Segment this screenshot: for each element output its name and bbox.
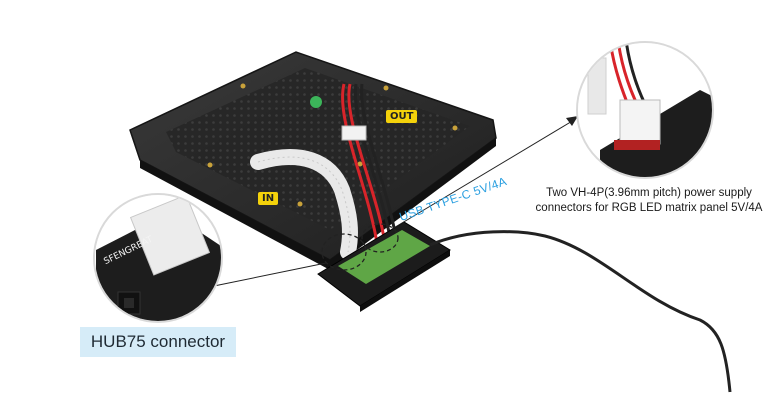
out-port-tag: OUT — [386, 110, 418, 123]
power-zoom-inset — [576, 41, 714, 179]
usb-cable-icon — [429, 230, 732, 393]
controller-board-icon — [317, 221, 451, 312]
power-note-line-1: Two VH-4P(3.96mm pitch) power supply — [546, 187, 752, 199]
hub75-zoom-inset: SFENGREAT — [93, 193, 223, 323]
power-supply-note: Two VH-4P(3.96mm pitch) power supply con… — [524, 186, 774, 216]
power-note-line-2: connectors for RGB LED matrix panel 5V/4… — [535, 202, 763, 214]
hub75-pointer-line — [213, 262, 327, 287]
power-pointer-line — [391, 119, 575, 230]
hub75-highlight-circle — [321, 233, 367, 271]
hub75-connector-label: HUB75 connector — [80, 327, 236, 357]
in-port-tag: IN — [258, 192, 279, 205]
power-highlight-circle — [361, 223, 399, 253]
